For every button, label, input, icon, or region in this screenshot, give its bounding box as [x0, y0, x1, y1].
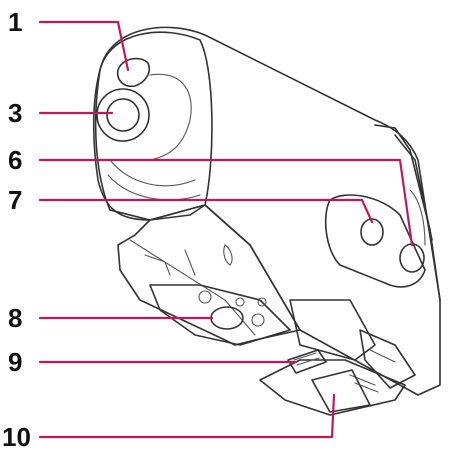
lens [96, 88, 150, 142]
tripod-socket [210, 306, 244, 330]
leader-10 [38, 393, 336, 439]
callout-1: 1 [8, 7, 22, 37]
callout-9: 9 [8, 347, 22, 377]
leader-7 [38, 198, 374, 224]
side-button-left [360, 218, 384, 246]
camera-body [92, 26, 441, 416]
callout-3: 3 [8, 98, 22, 128]
callout-labels: 1 3 6 7 8 9 10 [2, 7, 31, 452]
latch [287, 349, 327, 374]
connector-cover [311, 369, 371, 413]
callout-6: 6 [8, 145, 22, 175]
leader-1 [38, 20, 130, 72]
top-button [116, 57, 151, 88]
leader-6 [38, 158, 414, 247]
leader-lines [38, 20, 414, 439]
callout-10: 10 [2, 422, 31, 452]
callout-7: 7 [8, 185, 22, 215]
callout-8: 8 [8, 303, 22, 333]
